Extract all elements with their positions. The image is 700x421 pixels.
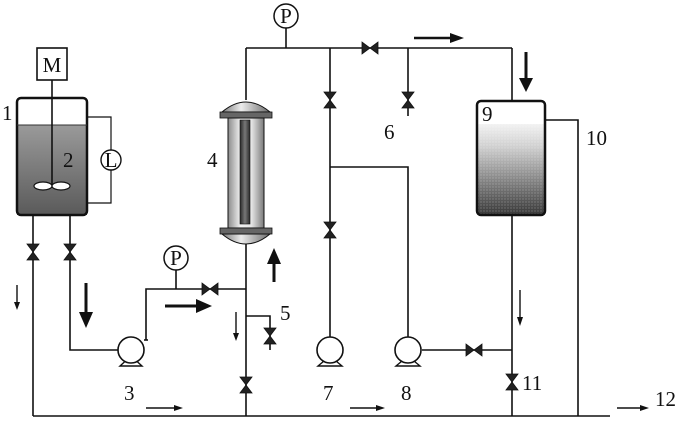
pump-8 <box>394 336 422 367</box>
valve-11 <box>505 373 519 391</box>
tank-9 <box>475 99 547 217</box>
piping <box>32 47 610 417</box>
valve-sample-6 <box>401 91 415 109</box>
label-5: 5 <box>280 301 291 325</box>
label-6: 6 <box>384 120 395 144</box>
valve-sample-5 <box>263 327 277 345</box>
motor-box: M <box>36 47 68 81</box>
pressure-top-label: P <box>280 4 292 28</box>
label-2: 2 <box>63 148 74 172</box>
level-label: L <box>105 148 118 172</box>
label-10: 10 <box>586 126 607 150</box>
label-11: 11 <box>522 371 542 395</box>
pressure-gauge-left: P <box>163 245 189 289</box>
valve-top-header <box>361 41 379 55</box>
valve-lower-branch <box>323 221 337 239</box>
component-labels: 1 2 3 4 5 6 7 8 9 10 11 12 <box>2 101 676 411</box>
pump-7 <box>316 336 344 367</box>
pressure-left-label: P <box>170 246 182 270</box>
label-1: 1 <box>2 101 13 125</box>
valve-upper-branch <box>323 91 337 109</box>
valve-tank1-feed <box>63 243 77 261</box>
pump-3 <box>117 336 148 367</box>
valves <box>26 41 519 394</box>
valve-tank1-drain <box>26 243 40 261</box>
label-7: 7 <box>323 381 334 405</box>
column-4 <box>219 48 273 245</box>
label-8: 8 <box>401 381 412 405</box>
valve-feed-line <box>201 282 219 296</box>
label-9: 9 <box>482 102 493 126</box>
label-12: 12 <box>655 387 676 411</box>
stirrer-impeller <box>33 181 71 191</box>
pressure-gauge-top: P <box>273 3 299 48</box>
label-3: 3 <box>124 381 135 405</box>
flow-arrows <box>14 33 649 411</box>
valve-pump8-line <box>465 343 483 357</box>
label-4: 4 <box>207 148 218 172</box>
motor-label: M <box>43 53 62 77</box>
valve-column-bottom <box>239 376 253 394</box>
level-indicator: L <box>87 116 122 204</box>
